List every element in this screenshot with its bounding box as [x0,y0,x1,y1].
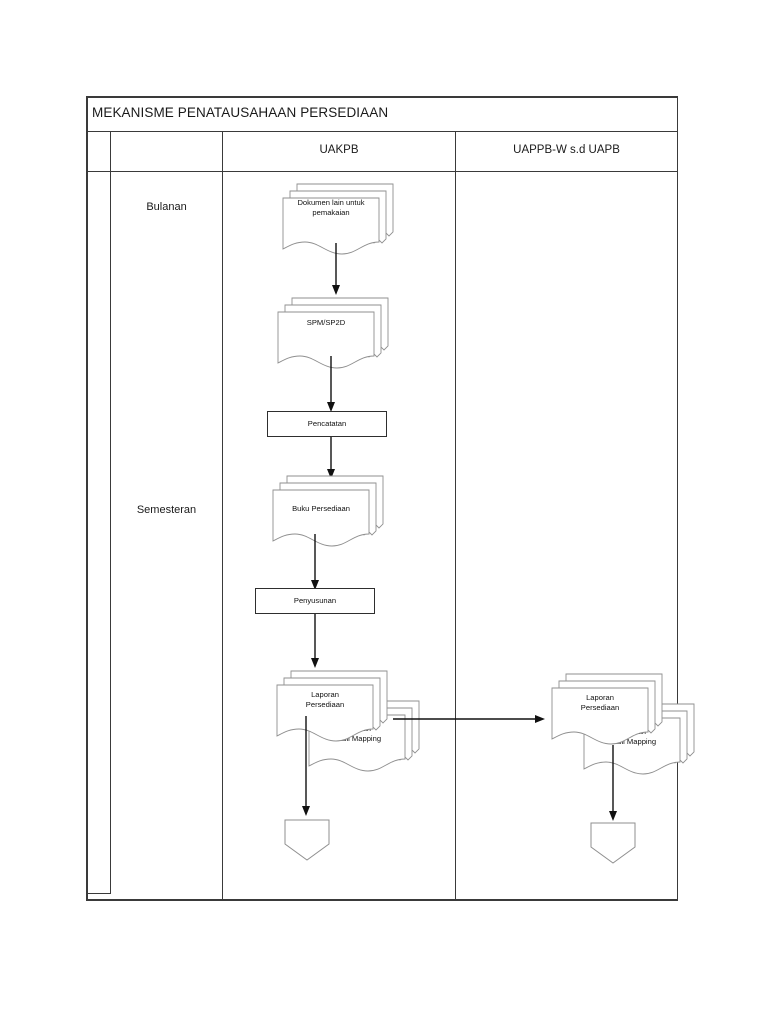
node-terminator-uappb [589,821,637,865]
node-laporan-persediaan-uappb [546,670,676,750]
column-divider-period [222,131,224,899]
spacer-col-bottom-border [86,893,111,895]
arrow-pencatatan-to-buku [323,437,339,481]
arrow-buku-to-penyusunan [307,534,323,592]
table-title-bottom-border [86,131,678,133]
node-penyusunan: Penyusunan [255,588,375,614]
node-pencatatan: Pencatatan [267,411,387,437]
row-label-bulanan: Bulanan [146,201,187,213]
row-label-semesteran: Semesteran [136,504,197,516]
node-label-penyusunan: Penyusunan [293,596,337,605]
page-title: MEKANISME PENATAUSAHAAN PERSEDIAAN [92,105,389,120]
table-left-border [86,96,88,901]
arrow-uakpb-to-uappb [393,711,547,727]
column-divider-spacer [110,131,112,893]
column-divider-uakpb [455,131,457,899]
node-spm-sp2d [272,294,402,374]
arrow-laporan-to-terminator-uakpb [298,716,314,818]
node-buku-persediaan [267,472,397,552]
node-laporan-persediaan [271,667,401,747]
table-bottom-border [86,899,678,901]
column-header-uappb: UAPPB-W s.d UAPB [513,144,620,156]
arrow-laporan-to-terminator-uappb [605,745,621,823]
table-top-border [86,96,678,98]
table-header-bottom-border [86,171,678,173]
node-dokumen-lain [277,180,407,260]
node-terminator-uakpb [283,818,331,862]
node-label-pencatatan: Pencatatan [307,419,347,428]
arrow-dokumen-to-spm [328,243,344,297]
arrow-penyusunan-to-laporan [307,614,323,670]
arrow-spm-to-pencatatan [323,356,339,414]
column-header-uakpb: UAKPB [319,144,359,156]
table-right-border [676,96,679,901]
